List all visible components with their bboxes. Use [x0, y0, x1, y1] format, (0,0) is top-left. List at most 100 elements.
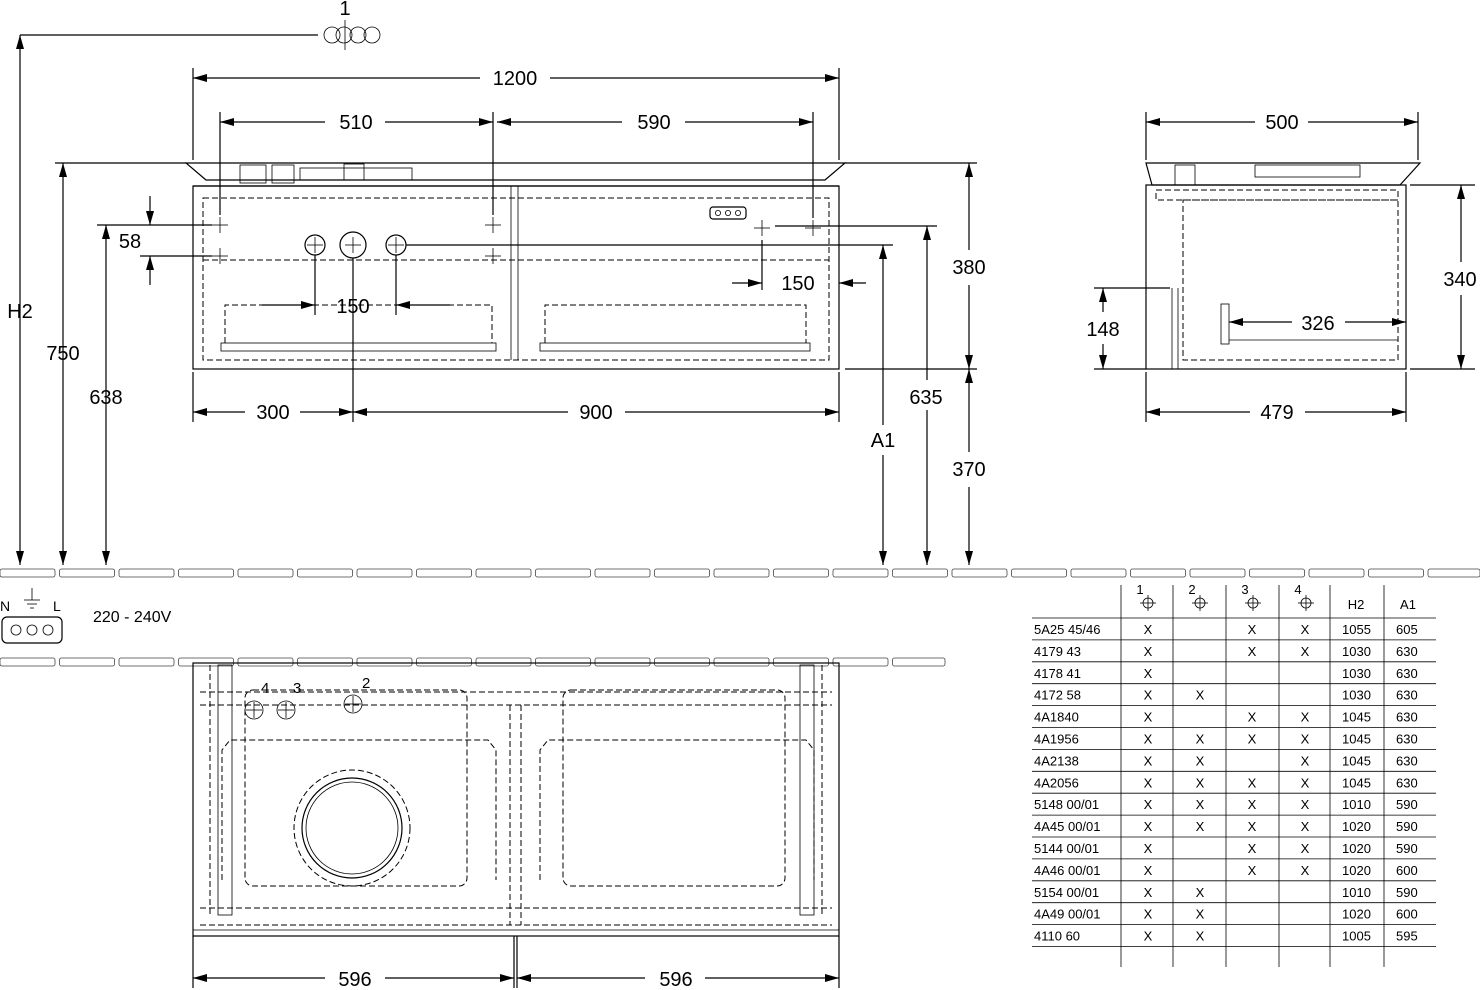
tap-hole-3-front	[385, 234, 407, 256]
cell-h2: 1055	[1342, 622, 1371, 637]
cell-pos-2: X	[1196, 688, 1205, 703]
cell-code: 4A2056	[1034, 775, 1079, 790]
cell-h2: 1010	[1342, 797, 1371, 812]
tap-hole-4-front	[304, 234, 326, 256]
strip-tile	[178, 568, 234, 578]
dim-1200: 1200	[493, 68, 538, 90]
cell-pos-1: X	[1144, 666, 1153, 681]
front-view: 1 H2 750 638 58	[7, 0, 986, 565]
cell-pos-1: X	[1144, 688, 1153, 703]
strip-tile	[535, 657, 591, 667]
cell-h2: 1045	[1342, 710, 1371, 725]
dim-150-right: 150	[781, 273, 814, 295]
cell-h2: 1020	[1342, 841, 1371, 856]
cell-pos-4: X	[1301, 797, 1310, 812]
cell-pos-1: X	[1144, 819, 1153, 834]
cell-a1: 630	[1396, 688, 1418, 703]
cell-code: 4A45 00/01	[1034, 819, 1101, 834]
dim-380: 380	[952, 257, 985, 279]
cell-pos-3: X	[1248, 797, 1257, 812]
strip-tile	[416, 657, 472, 667]
cell-a1: 590	[1396, 841, 1418, 856]
cell-h2: 1045	[1342, 753, 1371, 768]
strip-tile	[475, 657, 532, 667]
cell-a1: 630	[1396, 775, 1418, 790]
table-header: 1 2 3 4 H2 A1	[1136, 582, 1416, 612]
strip-tile	[178, 657, 234, 667]
strip-tile	[1011, 568, 1067, 578]
cell-pos-1: X	[1144, 907, 1153, 922]
header-col-1: 1	[1136, 582, 1143, 597]
cell-a1: 630	[1396, 644, 1418, 659]
socket-icon	[709, 206, 747, 220]
cell-h2: 1030	[1342, 666, 1371, 681]
cell-pos-4: X	[1301, 863, 1310, 878]
dim-58: 58	[119, 231, 141, 253]
strip-tile	[951, 568, 1008, 578]
dim-340: 340	[1443, 269, 1476, 291]
tap-position-icon	[1192, 595, 1208, 611]
strip-tile	[654, 657, 710, 667]
header-col-2: 2	[1188, 582, 1195, 597]
side-view: 500 340 148 326 479	[1086, 112, 1477, 424]
strip-tile	[0, 568, 56, 578]
cell-pos-3: X	[1248, 841, 1257, 856]
wall-strip	[0, 657, 946, 667]
strip-tile	[59, 657, 115, 667]
strip-tile	[475, 568, 532, 578]
strip-tile	[773, 657, 829, 667]
cell-a1: 605	[1396, 622, 1418, 637]
cell-code: 4179 43	[1034, 644, 1081, 659]
cell-pos-1: X	[1144, 797, 1153, 812]
strip-tile	[297, 568, 353, 578]
neutral-label: N	[0, 598, 10, 614]
cell-a1: 630	[1396, 666, 1418, 681]
cell-pos-3: X	[1248, 775, 1257, 790]
header-h2: H2	[1348, 597, 1365, 612]
live-label: L	[53, 598, 61, 614]
basin-bowl	[293, 769, 411, 887]
strip-tile	[297, 657, 353, 667]
cell-a1: 630	[1396, 710, 1418, 725]
cell-h2: 1030	[1342, 644, 1371, 659]
cell-a1: 595	[1396, 929, 1418, 944]
cell-h2: 1030	[1342, 688, 1371, 703]
strip-tile	[356, 657, 413, 667]
floor-strip	[0, 568, 1480, 578]
dim-590: 590	[637, 112, 670, 134]
cell-a1: 630	[1396, 753, 1418, 768]
dim-596-left: 596	[338, 969, 371, 990]
cell-h2: 1005	[1342, 929, 1371, 944]
dim-596-right: 596	[659, 969, 692, 990]
dim-900: 900	[579, 402, 612, 424]
cell-pos-3: X	[1248, 710, 1257, 725]
cell-pos-4: X	[1301, 710, 1310, 725]
strip-tile	[1130, 568, 1186, 578]
strip-tile	[713, 657, 770, 667]
cell-a1: 590	[1396, 797, 1418, 812]
dim-370: 370	[952, 459, 985, 481]
cell-pos-3: X	[1248, 732, 1257, 747]
marker-2-label: 2	[362, 675, 370, 692]
cell-pos-1: X	[1144, 622, 1153, 637]
strip-tile	[773, 568, 829, 578]
cell-pos-4: X	[1301, 775, 1310, 790]
cell-h2: 1010	[1342, 885, 1371, 900]
tap-position-icon	[1245, 595, 1261, 611]
tap-position-icon	[1140, 595, 1156, 611]
header-a1: A1	[1400, 597, 1416, 612]
tap-hole-3-top	[276, 700, 296, 720]
top-view: 4 3 2 596 596	[192, 662, 840, 990]
electric-connection: N L 220 - 240V	[0, 588, 172, 644]
marker-3-label: 3	[293, 680, 301, 697]
cell-a1: 590	[1396, 885, 1418, 900]
